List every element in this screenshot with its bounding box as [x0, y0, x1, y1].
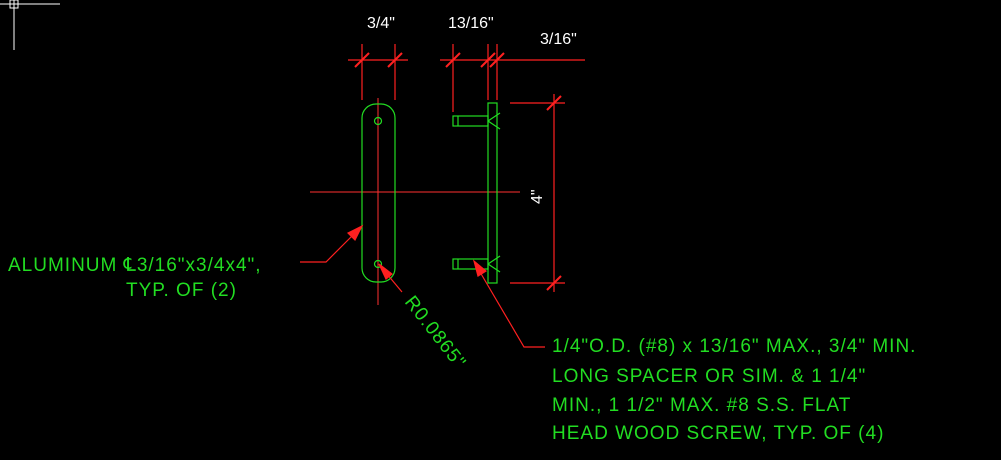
spacer-note-line2: LONG SPACER OR SIM. & 1 1/4"	[552, 366, 866, 387]
dimension-lines	[348, 44, 585, 292]
plate-note-line1: ALUMINUM ℄3/16"x3/4x4",	[8, 255, 262, 276]
ucs-crosshair-icon	[0, 0, 60, 50]
dimension-text: 3/4" 13/16" 3/16" 4"	[367, 15, 577, 204]
leader-lines	[300, 224, 545, 348]
radius-note: R0.0865"	[400, 292, 470, 373]
dim-spacer-length: 13/16"	[448, 15, 494, 32]
annotations: ALUMINUM ℄3/16"x3/4x4", TYP. OF (2) R0.0…	[8, 255, 916, 444]
aluminum-plate	[361, 103, 396, 283]
dim-plate-width: 3/4"	[367, 15, 395, 32]
dim-plate-thickness: 3/16"	[540, 31, 577, 48]
dim-height: 4"	[529, 189, 546, 204]
plate-note-line2: TYP. OF (2)	[126, 280, 237, 301]
spacer-note-line3: MIN., 1 1/2" MAX. #8 S.S. FLAT	[552, 395, 851, 416]
center-lines	[310, 98, 520, 305]
spacer-note-line1: 1/4"O.D. (#8) x 13/16" MAX., 3/4" MIN.	[552, 336, 916, 357]
spacer-note-line4: HEAD WOOD SCREW, TYP. OF (4)	[552, 423, 884, 444]
side-view-assembly	[452, 102, 501, 284]
